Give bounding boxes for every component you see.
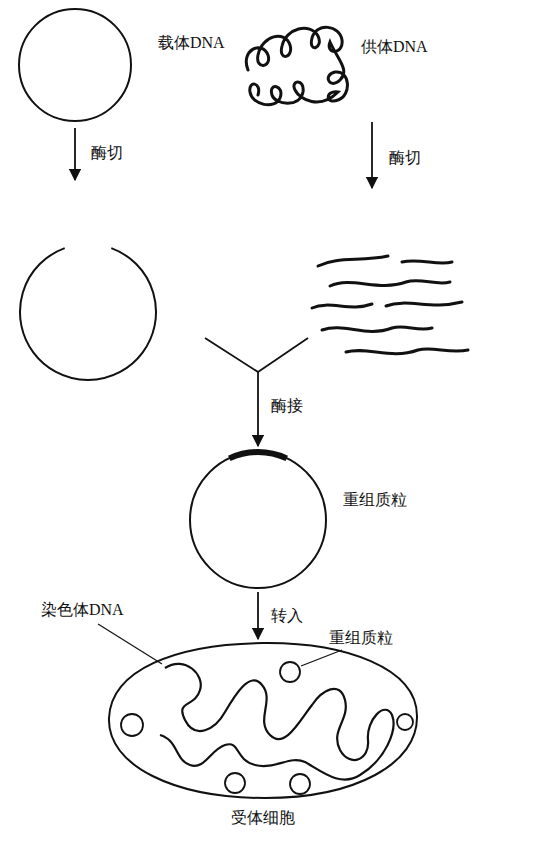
ligation-arm bbox=[205, 338, 258, 372]
step-label: 酶切 bbox=[388, 148, 422, 167]
callout-label: 重组质粒 bbox=[328, 628, 394, 647]
step-arrow bbox=[74, 128, 76, 180]
plasmid-copies bbox=[121, 662, 413, 794]
donor-dna-outline bbox=[240, 15, 352, 115]
donor-dna: 供体DNA bbox=[240, 15, 352, 115]
leader-line bbox=[98, 624, 162, 664]
node-label: 载体DNA bbox=[157, 33, 226, 52]
node-label: 供体DNA bbox=[360, 37, 429, 56]
node-label: 重组质粒 bbox=[342, 490, 408, 509]
dna-fragments bbox=[312, 256, 468, 354]
cut-vector bbox=[20, 248, 156, 380]
recipient-cell: 受体细胞 bbox=[105, 640, 420, 830]
step-arrow bbox=[257, 592, 259, 639]
step-arrow bbox=[371, 122, 373, 188]
chromosome-dna bbox=[160, 664, 393, 780]
vector-dna: 载体DNA bbox=[17, 7, 133, 123]
recombinant-plasmid: 重组质粒 bbox=[188, 450, 328, 590]
callout-label: 染色体DNA bbox=[40, 600, 125, 619]
ligation-arm bbox=[258, 338, 308, 372]
step-label: 酶接 bbox=[270, 396, 304, 415]
step-label: 转入 bbox=[270, 606, 304, 625]
recipient-cell-outline bbox=[105, 640, 420, 830]
leader-line bbox=[301, 650, 342, 666]
vector-dna-outline bbox=[17, 7, 133, 123]
step-label: 酶切 bbox=[90, 143, 124, 162]
recombinant-plasmid-outline bbox=[188, 450, 328, 590]
step-arrow bbox=[257, 372, 259, 446]
node-label: 受体细胞 bbox=[230, 808, 296, 827]
